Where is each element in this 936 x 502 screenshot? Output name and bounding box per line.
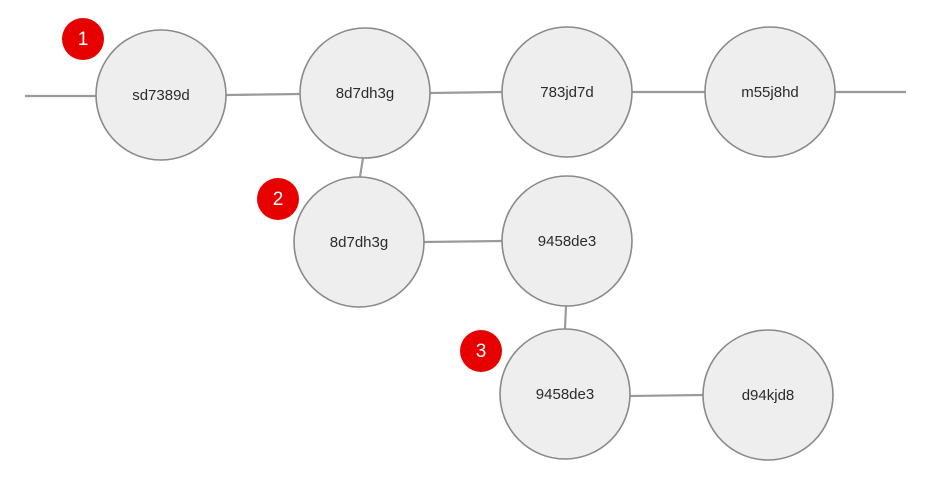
graph-node[interactable]: m55j8hd [704, 26, 836, 158]
nodes-layer: sd7389d 8d7dh3g 783jd7d m55j8hd 8d7dh3g 9458d… [95, 26, 836, 461]
node-label: d94kjd8 [742, 387, 795, 404]
node-circle[interactable] [95, 29, 227, 161]
node-label: 9458de3 [536, 386, 594, 403]
annotation-badge[interactable]: 2 [257, 178, 299, 220]
badge-circle[interactable] [62, 18, 104, 60]
graph-node[interactable]: 8d7dh3g [293, 176, 425, 308]
badge-number: 1 [78, 29, 89, 50]
badges-layer: 1 2 3 [62, 18, 502, 372]
annotation-badge[interactable]: 3 [460, 330, 502, 372]
node-circle[interactable] [299, 27, 431, 159]
edge-link [429, 90, 503, 95]
edge-link [563, 305, 568, 330]
edge-link [225, 92, 301, 97]
node-circle[interactable] [704, 26, 836, 158]
graph-node[interactable]: 8d7dh3g [299, 27, 431, 159]
badge-circle[interactable] [257, 178, 299, 220]
badge-circle[interactable] [460, 330, 502, 372]
node-circle[interactable] [293, 176, 425, 308]
graph-node[interactable]: 9458de3 [499, 328, 631, 460]
edges-layer [25, 90, 906, 398]
node-circle[interactable] [501, 26, 633, 158]
node-circle[interactable] [499, 328, 631, 460]
edge-link [358, 157, 365, 178]
node-circle[interactable] [702, 329, 834, 461]
graph-node[interactable]: 9458de3 [501, 175, 633, 307]
node-circle[interactable] [501, 175, 633, 307]
edge-link [423, 239, 503, 244]
badge-number: 3 [476, 341, 487, 362]
badge-number: 2 [273, 189, 284, 210]
annotation-badge[interactable]: 1 [62, 18, 104, 60]
node-label: sd7389d [132, 87, 190, 104]
graph-node[interactable]: d94kjd8 [702, 329, 834, 461]
graph-node[interactable]: sd7389d [95, 29, 227, 161]
node-label: 8d7dh3g [330, 234, 388, 251]
graph-node[interactable]: 783jd7d [501, 26, 633, 158]
edge-link [629, 393, 704, 398]
node-label: m55j8hd [741, 84, 799, 101]
node-label: 9458de3 [538, 233, 596, 250]
node-label: 8d7dh3g [336, 85, 394, 102]
node-label: 783jd7d [540, 84, 593, 101]
